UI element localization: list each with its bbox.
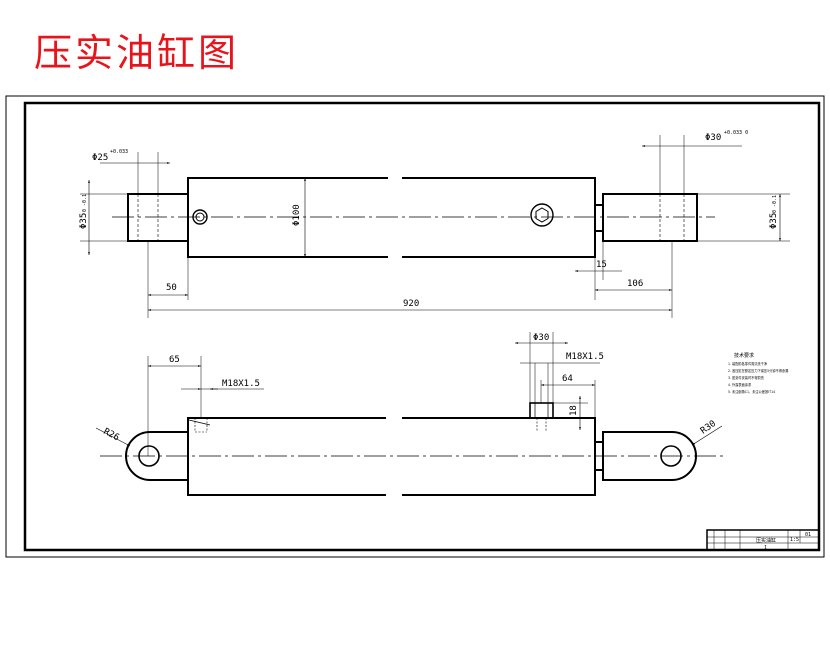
dim-port-dia: Φ30 xyxy=(533,333,549,343)
top-right-rod xyxy=(602,193,698,242)
bottom-view-dimension-labels: 65 M18X1.5 R26 Φ30 M18X1.5 64 18 R30 xyxy=(102,333,718,443)
dim-right-thread: M18X1.5 xyxy=(566,352,604,362)
dim-eye-right: R30 xyxy=(699,419,718,437)
dim-right-port-pos: 64 xyxy=(562,374,573,384)
note-item-5: 5. 未注倒角C1，未注公差按IT14 xyxy=(728,389,775,394)
dim-pin-dia-left-tol: +0.033 xyxy=(110,149,128,155)
note-item-3: 3. 密封件安装时不得损伤 xyxy=(728,375,764,380)
note-item-2: 2. 液压缸在额定压力下保压5分钟不得渗漏 xyxy=(728,368,788,373)
dim-total-len: 920 xyxy=(403,299,419,309)
top-view xyxy=(80,135,790,318)
dim-left-len: 50 xyxy=(166,283,177,293)
dim-right-len: 106 xyxy=(627,279,643,289)
sheet-outer-border xyxy=(5,95,825,558)
dim-rod-dia-right: Φ35 xyxy=(769,213,779,229)
bottom-view xyxy=(95,332,725,496)
bottom-right-eye xyxy=(602,431,697,481)
dim-left-port-pos: 65 xyxy=(169,355,180,365)
notes-heading: 技术要求 xyxy=(734,352,754,359)
dim-bore: Φ100 xyxy=(292,204,302,226)
top-left-port xyxy=(192,209,208,225)
bottom-right-port-boss xyxy=(529,402,554,419)
title-block-scale: 1:5 xyxy=(790,537,799,543)
title-block-sheet: 1 xyxy=(764,545,767,551)
top-right-port xyxy=(530,203,554,227)
dim-pin-dia-right: Φ30 xyxy=(705,133,721,143)
dim-rod-dia-left: Φ35 xyxy=(79,213,89,229)
dim-rod-dia-left-tol: 0 -0.1 xyxy=(82,194,88,212)
dim-rod-dia-right-tol: 0 -0.1 xyxy=(772,195,778,213)
note-item-4: 4. 外露表面涂漆 xyxy=(728,382,752,387)
dim-left-thread: M18X1.5 xyxy=(222,379,260,389)
dim-gap: 15 xyxy=(596,260,607,270)
title-block-code: 01 xyxy=(805,532,811,538)
top-barrel-left xyxy=(187,177,388,258)
sheet-inner-border xyxy=(23,101,821,552)
bottom-left-eye xyxy=(125,431,188,481)
dim-eye-left: R26 xyxy=(102,427,121,443)
title-block xyxy=(706,529,820,551)
bottom-barrel-right xyxy=(402,417,596,496)
note-item-1: 1. 装配前各零件需清洗干净 xyxy=(728,361,768,366)
title-block-name: 压实油缸 xyxy=(756,537,776,544)
bottom-barrel-left xyxy=(187,417,386,496)
drawing-title: 压实油缸图 xyxy=(34,31,240,75)
technical-notes: 技术要求 1. 装配前各零件需清洗干净 2. 液压缸在额定压力下保压5分钟不得渗… xyxy=(728,352,788,394)
dim-port-height: 18 xyxy=(569,405,579,416)
top-right-neck xyxy=(594,204,604,232)
dim-pin-dia-left: Φ25 xyxy=(92,153,108,163)
dim-pin-dia-right-tol: +0.033 0 xyxy=(724,130,748,136)
top-view-dimension-labels: Φ35 0 -0.1 Φ25 +0.033 Φ100 Φ30 +0.033 0 … xyxy=(79,130,779,309)
top-barrel-right xyxy=(402,177,596,258)
title-block-text: 压实油缸 01 1:5 1 xyxy=(756,532,811,551)
